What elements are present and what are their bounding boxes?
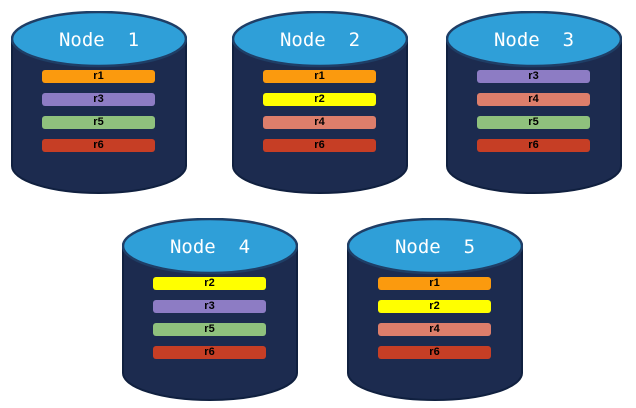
replica-bar-r4: r4 (477, 93, 590, 106)
db-node-3: Node 3 r3 r4 r5 r6 (446, 11, 622, 194)
replica-bar-r2: r2 (153, 277, 266, 290)
node-label: Node 3 (493, 28, 575, 51)
replica-bar-r1: r1 (263, 70, 376, 83)
replica-bar-r1: r1 (42, 70, 155, 83)
replica-bar-r1: r1 (378, 277, 491, 290)
db-node-5: Node 5 r1 r2 r4 r6 (347, 218, 523, 401)
replica-bar-r6: r6 (263, 139, 376, 152)
cylinder-top-ellipse (347, 218, 523, 275)
replica-bar-r5: r5 (153, 323, 266, 336)
replica-bar-r4: r4 (378, 323, 491, 336)
cylinder-top-ellipse (122, 218, 298, 275)
db-node-4: Node 4 r2 r3 r5 r6 (122, 218, 298, 401)
replica-bar-r6: r6 (477, 139, 590, 152)
node-label: Node 2 (279, 28, 361, 51)
replica-bar-list: r2 r3 r5 r6 (153, 277, 266, 369)
node-label: Node 5 (394, 235, 476, 258)
replica-bar-r5: r5 (477, 116, 590, 129)
replica-bar-r5: r5 (42, 116, 155, 129)
replica-bar-list: r3 r4 r5 r6 (477, 70, 590, 162)
replica-bar-r4: r4 (263, 116, 376, 129)
replica-bar-r2: r2 (263, 93, 376, 106)
replica-bar-r6: r6 (42, 139, 155, 152)
cylinder-top-ellipse (232, 11, 408, 68)
replica-bar-r6: r6 (153, 346, 266, 359)
replica-bar-r2: r2 (378, 300, 491, 313)
replica-bar-list: r1 r3 r5 r6 (42, 70, 155, 162)
db-node-1: Node 1 r1 r3 r5 r6 (11, 11, 187, 194)
cylinder-top-ellipse (446, 11, 622, 68)
db-node-2: Node 2 r1 r2 r4 r6 (232, 11, 408, 194)
replica-bar-r3: r3 (153, 300, 266, 313)
replica-bar-list: r1 r2 r4 r6 (378, 277, 491, 369)
node-label: Node 4 (169, 235, 251, 258)
replica-bar-list: r1 r2 r4 r6 (263, 70, 376, 162)
replica-bar-r3: r3 (477, 70, 590, 83)
node-label: Node 1 (58, 28, 140, 51)
replica-bar-r3: r3 (42, 93, 155, 106)
replica-bar-r6: r6 (378, 346, 491, 359)
cylinder-top-ellipse (11, 11, 187, 68)
